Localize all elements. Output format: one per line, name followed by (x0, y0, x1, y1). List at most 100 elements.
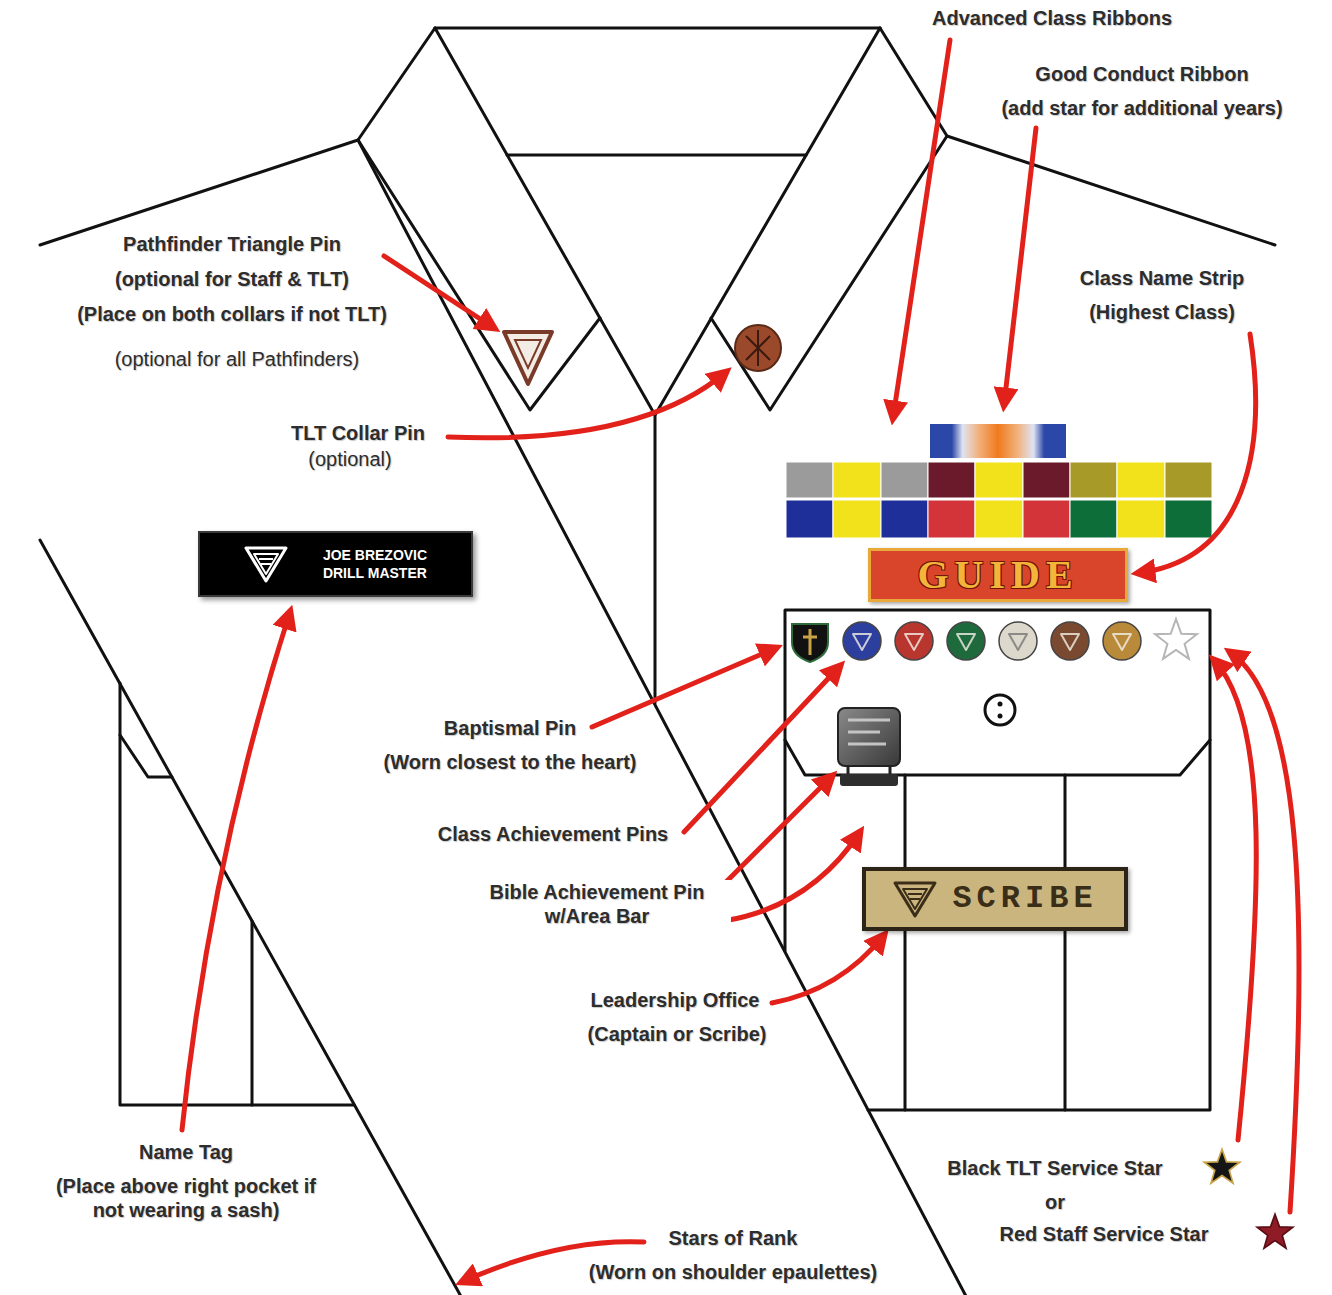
leader-arrow (592, 648, 776, 727)
baptismal-pin (792, 624, 828, 662)
advanced-class-ribbon (975, 462, 1023, 498)
advanced-class-ribbon (1117, 462, 1165, 498)
pathfinder-emblem (895, 883, 935, 916)
pocket-outline (120, 735, 172, 777)
class-achievement-pin (1051, 622, 1089, 660)
advanced-class-ribbon (786, 500, 833, 538)
pathfinder-emblem (254, 554, 278, 574)
advanced-class-ribbon (1165, 500, 1212, 538)
pocket-button (985, 695, 1015, 725)
callout-label: (Place on both collars if not TLT) (74, 302, 390, 326)
text-group: SCRIBE (952, 881, 1097, 916)
pin-emblem (1009, 634, 1027, 650)
callout-label: or (1042, 1190, 1068, 1214)
callout-label: Good Conduct Ribbon (1032, 62, 1251, 86)
class-achievement-pin (843, 622, 1141, 660)
shirt-outline (654, 415, 657, 703)
bible-achievement-pin (838, 708, 900, 786)
callout-label: Class Achievement Pins (435, 822, 671, 846)
pin-emblem (1061, 634, 1079, 650)
shirt-outline (40, 28, 1275, 703)
advanced-class-ribbon (786, 462, 833, 498)
advanced-class-ribbon (881, 462, 928, 498)
class-name: GUIDE (917, 553, 1078, 597)
callout-label: Class Name Strip (1077, 266, 1248, 290)
shirt-outline (435, 27, 880, 30)
leadership-office-bar: SCRIBE (862, 867, 1128, 931)
callout-label: (optional) (305, 447, 394, 471)
class-achievement-pin (947, 622, 985, 660)
class-achievement-pin (843, 622, 881, 660)
sash-outline (40, 140, 968, 1295)
bible-achievement-pin (848, 720, 890, 744)
callout-label: Red Staff Service Star (997, 1222, 1212, 1246)
pocket-outline (120, 610, 1210, 1110)
leader-arrow (1004, 128, 1036, 405)
leader-arrow (1214, 660, 1256, 1140)
staff-service-star (1257, 1214, 1293, 1248)
pocket-outline (251, 921, 254, 1105)
leader-arrow (448, 372, 726, 438)
pocket-outline (120, 683, 354, 1105)
advanced-class-ribbon (1023, 462, 1070, 498)
callout-label: (Worn on shoulder epaulettes) (586, 1260, 881, 1284)
pin-emblem (905, 634, 923, 650)
callout-label: Bible Achievement Pin w/Area Bar (463, 880, 731, 928)
pathfinder-triangle-pin (504, 332, 552, 384)
pathfinder-triangle-pin (504, 332, 552, 384)
advanced-class-ribbon (1070, 462, 1117, 498)
callout-label: Pathfinder Triangle Pin (120, 232, 344, 256)
callout-label: (add star for additional years) (998, 96, 1285, 120)
advanced-class-ribbon (928, 500, 975, 538)
callout-label: (Worn closest to the heart) (381, 750, 640, 774)
leader-arrow (893, 40, 950, 418)
leader-arrow (1230, 652, 1299, 1212)
service-star-slot (1155, 619, 1197, 659)
good-conduct-ribbon (930, 424, 1066, 458)
bible-achievement-pin (848, 766, 890, 774)
pathfinder-emblem (908, 894, 922, 899)
shirt-outline (435, 28, 880, 415)
pathfinder-emblem (259, 559, 273, 564)
tlt-collar-pin (746, 330, 770, 366)
text-group: JOE BREZOVICDRILL MASTER (323, 546, 427, 582)
tlt-collar-pin (735, 325, 781, 371)
leader-arrow (384, 256, 494, 328)
leader-arrow (1138, 334, 1256, 573)
advanced-class-ribbon (1117, 500, 1165, 538)
class-achievement-pin (895, 622, 933, 660)
leader-arrow (182, 40, 1299, 1282)
advanced-class-ribbon (975, 500, 1023, 538)
shirt-outline (711, 136, 947, 410)
pocket-outline (1064, 775, 1067, 1110)
bible-achievement-pin (840, 774, 898, 786)
callout-label: Stars of Rank (666, 1226, 801, 1250)
service-star-slot (1155, 619, 1197, 659)
office-name: SCRIBE (952, 881, 1097, 916)
class-name-strip: GUIDE (868, 548, 1128, 602)
shirt-outline (880, 28, 1275, 245)
leader-arrow (684, 666, 840, 832)
advanced-class-ribbon (786, 462, 1212, 538)
pin-emblem (1113, 634, 1131, 650)
pocket-button (998, 702, 1003, 707)
class-achievement-pin (1103, 622, 1141, 660)
baptismal-pin (803, 629, 817, 655)
callout-label: Baptismal Pin (441, 716, 579, 740)
tlt-service-star (1204, 1149, 1240, 1183)
callout-label: (Highest Class) (1086, 300, 1238, 324)
sash-outline (40, 540, 463, 1295)
name-tag-text: DRILL MASTER (323, 564, 427, 582)
advanced-class-ribbon (833, 500, 881, 538)
pathfinder-emblem (246, 548, 286, 581)
callout-label: Leadership Office (588, 988, 763, 1012)
pathfinder-triangle-pin (515, 340, 541, 368)
leader-arrow (772, 935, 884, 1003)
sash-outline (358, 140, 968, 1295)
advanced-class-ribbon (1023, 500, 1070, 538)
pathfinder-emblem (903, 889, 927, 909)
shirt-outline (507, 154, 806, 157)
baptismal-pin (792, 624, 828, 662)
